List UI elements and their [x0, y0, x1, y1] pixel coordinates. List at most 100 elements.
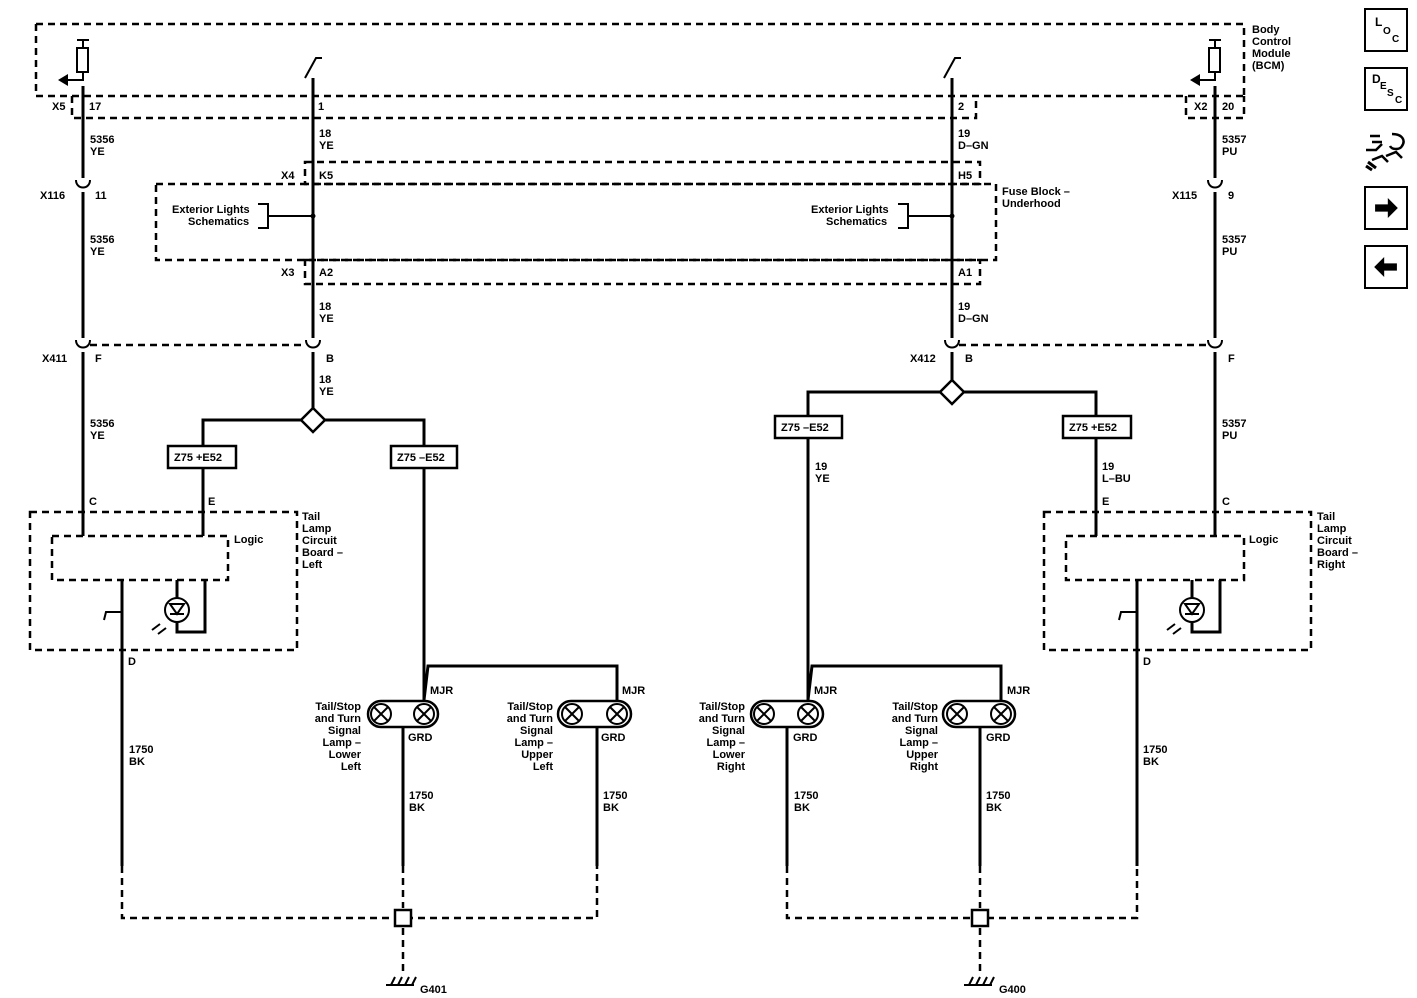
exterior-lights-link-right[interactable]: Exterior Lights Schematics — [811, 203, 955, 229]
tail-right-label-2: Lamp — [1317, 523, 1347, 535]
splice-right — [938, 378, 966, 406]
ground-splice-right — [970, 908, 990, 928]
fuse-block-label-2: Underhood — [1002, 198, 1061, 210]
tail-lamp-board-left — [28, 510, 299, 652]
lamp-lower-left — [366, 699, 440, 729]
tail-right-label-5: Right — [1317, 559, 1345, 571]
bcm-label-2: Control — [1252, 36, 1291, 48]
tail-lamp-board-right — [1042, 510, 1313, 652]
wire-5356c-color: YE — [90, 430, 105, 442]
bcm-label-4: (BCM) — [1252, 60, 1285, 72]
arrow-left-icon — [1374, 257, 1397, 277]
lamp-lr-label-4: Lamp – — [706, 737, 745, 749]
connector-x5: X5 — [52, 101, 65, 113]
ground-dash-left — [120, 866, 599, 975]
pin-f-left: F — [95, 353, 102, 365]
exterior-lights-link-left[interactable]: Exterior Lights Schematics — [172, 203, 316, 229]
lamp-upper-right — [941, 699, 1017, 729]
connector-x4: X4 — [281, 170, 295, 182]
lamp-ur-label-1: Tail/Stop — [892, 701, 938, 713]
lamp-ll-grd: GRD — [408, 732, 433, 744]
option-label-2: Z75 –E52 — [397, 452, 445, 464]
lamp-ur-label-3: Signal — [905, 725, 938, 737]
desc-button[interactable]: D E S C — [1364, 67, 1408, 111]
lamp-ur-grd: GRD — [986, 732, 1011, 744]
connector-x116: X116 — [40, 190, 65, 202]
wire-1750c-color: BK — [603, 802, 619, 814]
pin-d-left: D — [128, 656, 136, 668]
lamp-ll-label-2: and Turn — [315, 713, 362, 725]
lamp-ul-label-3: Signal — [520, 725, 553, 737]
wire-5356b-num: 5356 — [90, 234, 114, 246]
wire-5357b-color: PU — [1222, 246, 1237, 258]
ground-wires-left — [120, 650, 599, 866]
lamp-lr-label-2: and Turn — [699, 713, 746, 725]
splice-left — [299, 406, 327, 434]
wire-1750c-num: 1750 — [603, 790, 627, 802]
bcm-right-output-symbol — [1190, 39, 1221, 96]
tail-left-label-5: Left — [302, 559, 323, 571]
lamp-lr-label-6: Right — [717, 761, 745, 773]
back-button[interactable] — [1364, 245, 1408, 289]
wire-1750f-num: 1750 — [1143, 744, 1167, 756]
pin-b-left: B — [326, 353, 334, 365]
wire-19a-color: D–GN — [958, 140, 989, 152]
lamp-ll-label-3: Signal — [328, 725, 361, 737]
pin-17: 17 — [89, 101, 101, 113]
wire-18c-color: YE — [319, 386, 334, 398]
tail-left-label-3: Circuit — [302, 535, 337, 547]
loc-letter-l: L — [1375, 15, 1383, 29]
ground-symbol-right — [964, 976, 995, 986]
x411-symbol-b — [305, 339, 321, 349]
lamp-ur-mjr: MJR — [1007, 685, 1030, 697]
logic-left: Logic — [234, 534, 263, 546]
wire-5357c-num: 5357 — [1222, 418, 1246, 430]
ground-symbol-left — [386, 976, 417, 986]
lamp-ll-label-1: Tail/Stop — [315, 701, 361, 713]
forward-button[interactable] — [1364, 186, 1408, 230]
connector-x115: X115 — [1172, 190, 1197, 202]
wire-1750e-num: 1750 — [986, 790, 1010, 802]
wire-19lbu-num: 19 — [1102, 461, 1114, 473]
wire-5357c-color: PU — [1222, 430, 1237, 442]
wire-18a-color: YE — [319, 140, 334, 152]
loc-button[interactable]: L O C — [1364, 8, 1408, 52]
wire-right-lamps — [806, 438, 1003, 701]
lamp-ll-label-4: Lamp – — [322, 737, 361, 749]
x412-symbol-f — [1207, 339, 1223, 349]
ground-g401: G401 — [420, 984, 447, 996]
ext-right-label-1: Exterior Lights — [811, 204, 889, 216]
pin-c-left: C — [89, 496, 97, 508]
option-label-4: Z75 +E52 — [1069, 422, 1117, 434]
bcm-left-output-symbol — [58, 39, 89, 96]
wire-1750f-color: BK — [1143, 756, 1159, 768]
wire-19lbu-color: L–BU — [1102, 473, 1131, 485]
lamp-lr-grd: GRD — [793, 732, 818, 744]
wire-right-branches — [806, 390, 1098, 416]
connector-x116-symbol — [75, 179, 91, 189]
tail-right-label-1: Tail — [1317, 511, 1335, 523]
lamp-ur-label-6: Right — [910, 761, 938, 773]
pin-b-right: B — [965, 353, 973, 365]
connector-x411: X411 — [42, 353, 67, 365]
ground-wires-right — [785, 650, 1139, 866]
lamp-ll-label-5: Lower — [329, 749, 362, 761]
pin-a1: A1 — [958, 267, 972, 279]
lamp-ul-mjr: MJR — [622, 685, 645, 697]
wire-left-lamps — [422, 468, 619, 701]
wire-5356a-num: 5356 — [90, 134, 114, 146]
ext-right-label-2: Schematics — [826, 216, 887, 228]
lamp-ll-label-6: Left — [341, 761, 362, 773]
connector-x3: X3 — [281, 267, 294, 279]
lamp-upper-left — [556, 699, 633, 729]
wire-1750d-num: 1750 — [794, 790, 818, 802]
wiring-harness-icon[interactable] — [1362, 128, 1412, 172]
lamp-ll-mjr: MJR — [430, 685, 453, 697]
pin-20: 20 — [1222, 101, 1234, 113]
option-label-1: Z75 +E52 — [174, 452, 222, 464]
wire-1750a-num: 1750 — [129, 744, 153, 756]
wire-5357a-color: PU — [1222, 146, 1237, 158]
wire-left-branches — [201, 418, 426, 446]
pin-e-left: E — [208, 496, 215, 508]
pin-11: 11 — [95, 190, 107, 202]
